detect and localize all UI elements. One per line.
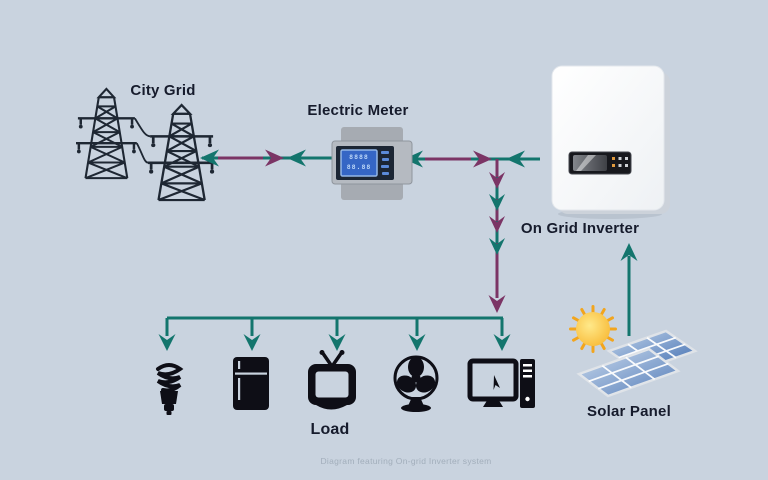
purple-right-arrowhead: [265, 149, 284, 167]
teal-down-arrowhead: [243, 334, 261, 351]
load-label: Load: [310, 421, 350, 438]
diagram-caption: Diagram featuring On-grid Inverter syste…: [320, 456, 492, 466]
teal-down-chevron: [489, 194, 505, 211]
meter-side-indicators: [381, 151, 389, 175]
junction-load-arrow: [488, 159, 506, 313]
meter-lcd-screen: [340, 149, 378, 177]
power-lines: [134, 117, 151, 164]
meter-display-line2: 88.88: [346, 163, 372, 171]
teal-down-arrowhead: [408, 334, 426, 351]
teal-left-arrowhead: [506, 150, 525, 168]
computer-icon: [467, 358, 535, 408]
teal-left-arrowhead: [200, 149, 219, 167]
tv-icon: [308, 350, 356, 410]
purple-down-chevron: [489, 216, 505, 233]
fan-icon: [393, 355, 439, 412]
purple-down-chevron: [489, 172, 505, 189]
solar-panel-icon: [576, 329, 698, 398]
solar-inverter-arrow: [620, 243, 638, 336]
city-grid-label: City Grid: [130, 82, 196, 99]
teal-up-arrowhead: [620, 243, 638, 261]
load-distribution-line: [158, 316, 511, 351]
teal-down-arrowhead: [158, 334, 176, 351]
transmission-tower-right: [146, 103, 217, 202]
refrigerator-icon: [233, 357, 269, 410]
electric-meter-icon: [331, 127, 413, 200]
inverter-led-indicators: [612, 157, 628, 167]
meter-inverter-arrow: [404, 150, 540, 168]
purple-right-arrowhead: [473, 150, 492, 168]
solar-panel-label: Solar Panel: [587, 403, 671, 420]
teal-down-arrowhead: [328, 334, 346, 351]
teal-left-arrowhead: [404, 150, 423, 168]
load-appliances: [156, 350, 535, 415]
inverter-icon: [551, 65, 670, 219]
meter-display-line1: 8888: [349, 153, 369, 161]
on-grid-inverter-label: On Grid Inverter: [520, 220, 640, 237]
cfl-bulb-icon: [156, 363, 184, 415]
teal-left-arrowhead: [287, 149, 306, 167]
electric-meter-label: Electric Meter: [307, 102, 409, 119]
purple-down-arrowhead: [488, 295, 506, 313]
teal-down-arrowhead: [493, 334, 511, 351]
grid-meter-arrow: [200, 149, 333, 167]
teal-down-chevron: [489, 238, 505, 255]
cursor-arrow: [493, 375, 500, 390]
city-grid-towers-icon: [74, 87, 217, 202]
transmission-tower-left: [74, 87, 139, 180]
sun-icon: [569, 305, 617, 353]
